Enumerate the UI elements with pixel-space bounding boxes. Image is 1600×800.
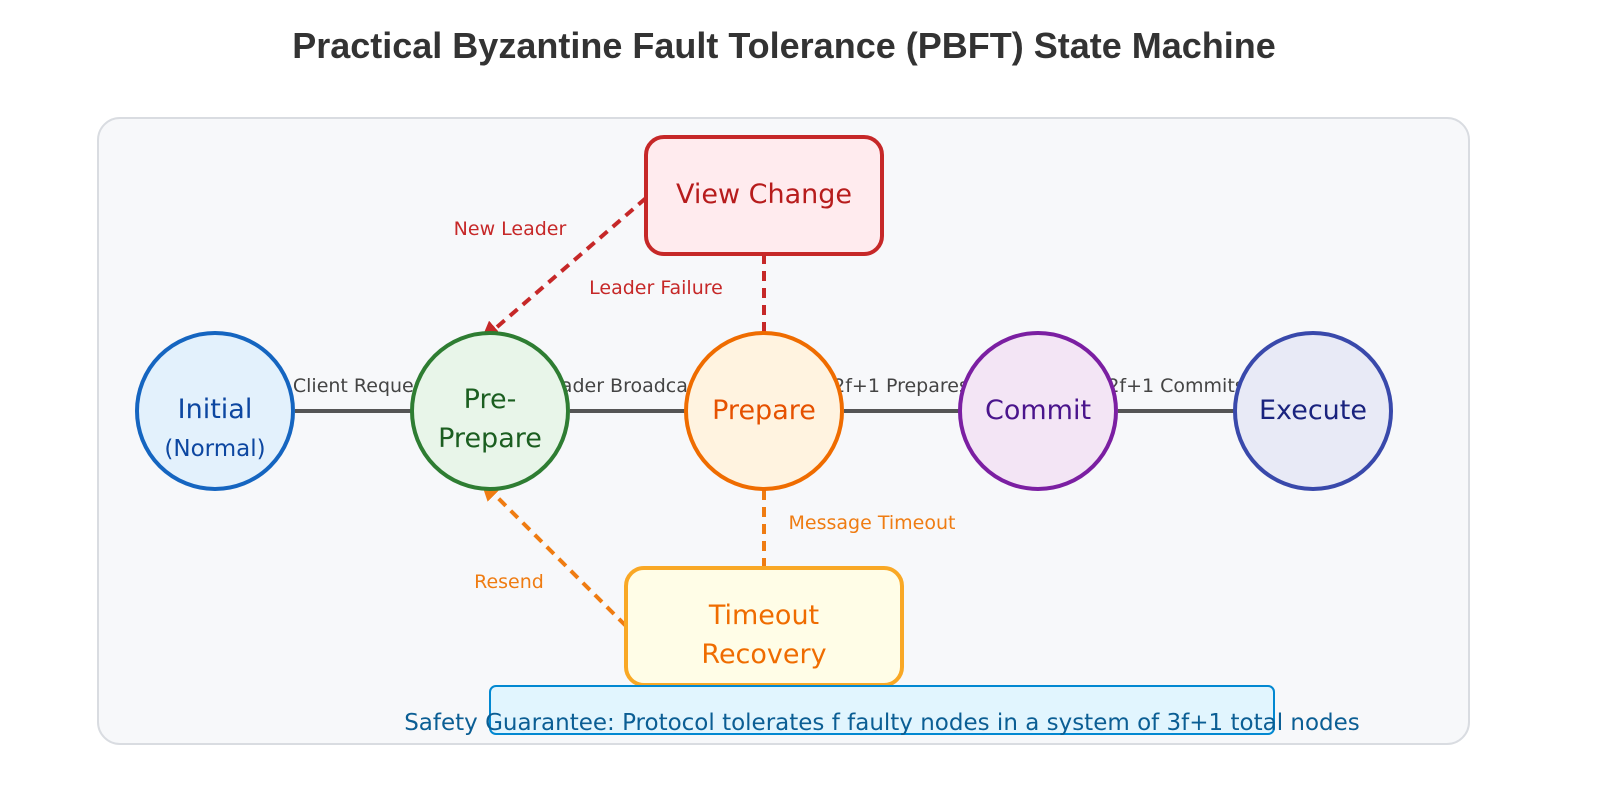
state-view-change-box <box>644 135 884 256</box>
state-prepare-label: Prepare <box>712 395 816 426</box>
state-commit-circle <box>958 331 1118 491</box>
state-execute[interactable]: Execute <box>1233 331 1393 491</box>
state-pre-prepare-circle <box>410 331 570 491</box>
state-pre-prepare-label-line1: Pre- <box>464 384 517 415</box>
state-execute-label: Execute <box>1259 395 1367 426</box>
state-timeout-recovery-label-line2: Recovery <box>701 639 826 670</box>
safety-note-text: Safety Guarantee: Protocol tolerates f f… <box>404 710 1360 736</box>
label-commits: 2f+1 Commits <box>1107 375 1244 397</box>
state-timeout-recovery[interactable]: Timeout Recovery <box>624 566 904 687</box>
state-initial-sublabel: (Normal) <box>164 436 265 462</box>
state-commit-label: Commit <box>985 395 1091 426</box>
label-client-request: Client Request <box>293 375 431 397</box>
state-prepare[interactable]: Prepare <box>684 331 844 491</box>
state-initial-circle <box>135 331 295 491</box>
state-pre-prepare[interactable]: Pre- Prepare <box>410 331 570 491</box>
state-timeout-recovery-label-line1: Timeout <box>708 600 819 631</box>
label-new-leader: New Leader <box>454 218 567 240</box>
label-leader-broadcasts: Leader Broadcasts <box>539 375 715 397</box>
label-resend: Resend <box>474 571 544 593</box>
state-initial[interactable]: Initial (Normal) <box>135 331 295 491</box>
state-pre-prepare-label-line2: Prepare <box>438 423 542 454</box>
state-execute-circle <box>1233 331 1393 491</box>
label-leader-failure: Leader Failure <box>589 277 723 299</box>
safety-note-box <box>489 685 1275 735</box>
state-initial-label: Initial <box>178 394 253 425</box>
state-view-change-label: View Change <box>676 179 852 210</box>
state-prepare-circle <box>684 331 844 491</box>
state-commit[interactable]: Commit <box>958 331 1118 491</box>
state-view-change[interactable]: View Change <box>644 135 884 256</box>
page-title: Practical Byzantine Fault Tolerance (PBF… <box>292 25 1276 66</box>
arrow-new-leader <box>480 196 648 342</box>
label-message-timeout: Message Timeout <box>789 512 956 534</box>
label-prepares: 2f+1 Prepares <box>833 375 969 397</box>
